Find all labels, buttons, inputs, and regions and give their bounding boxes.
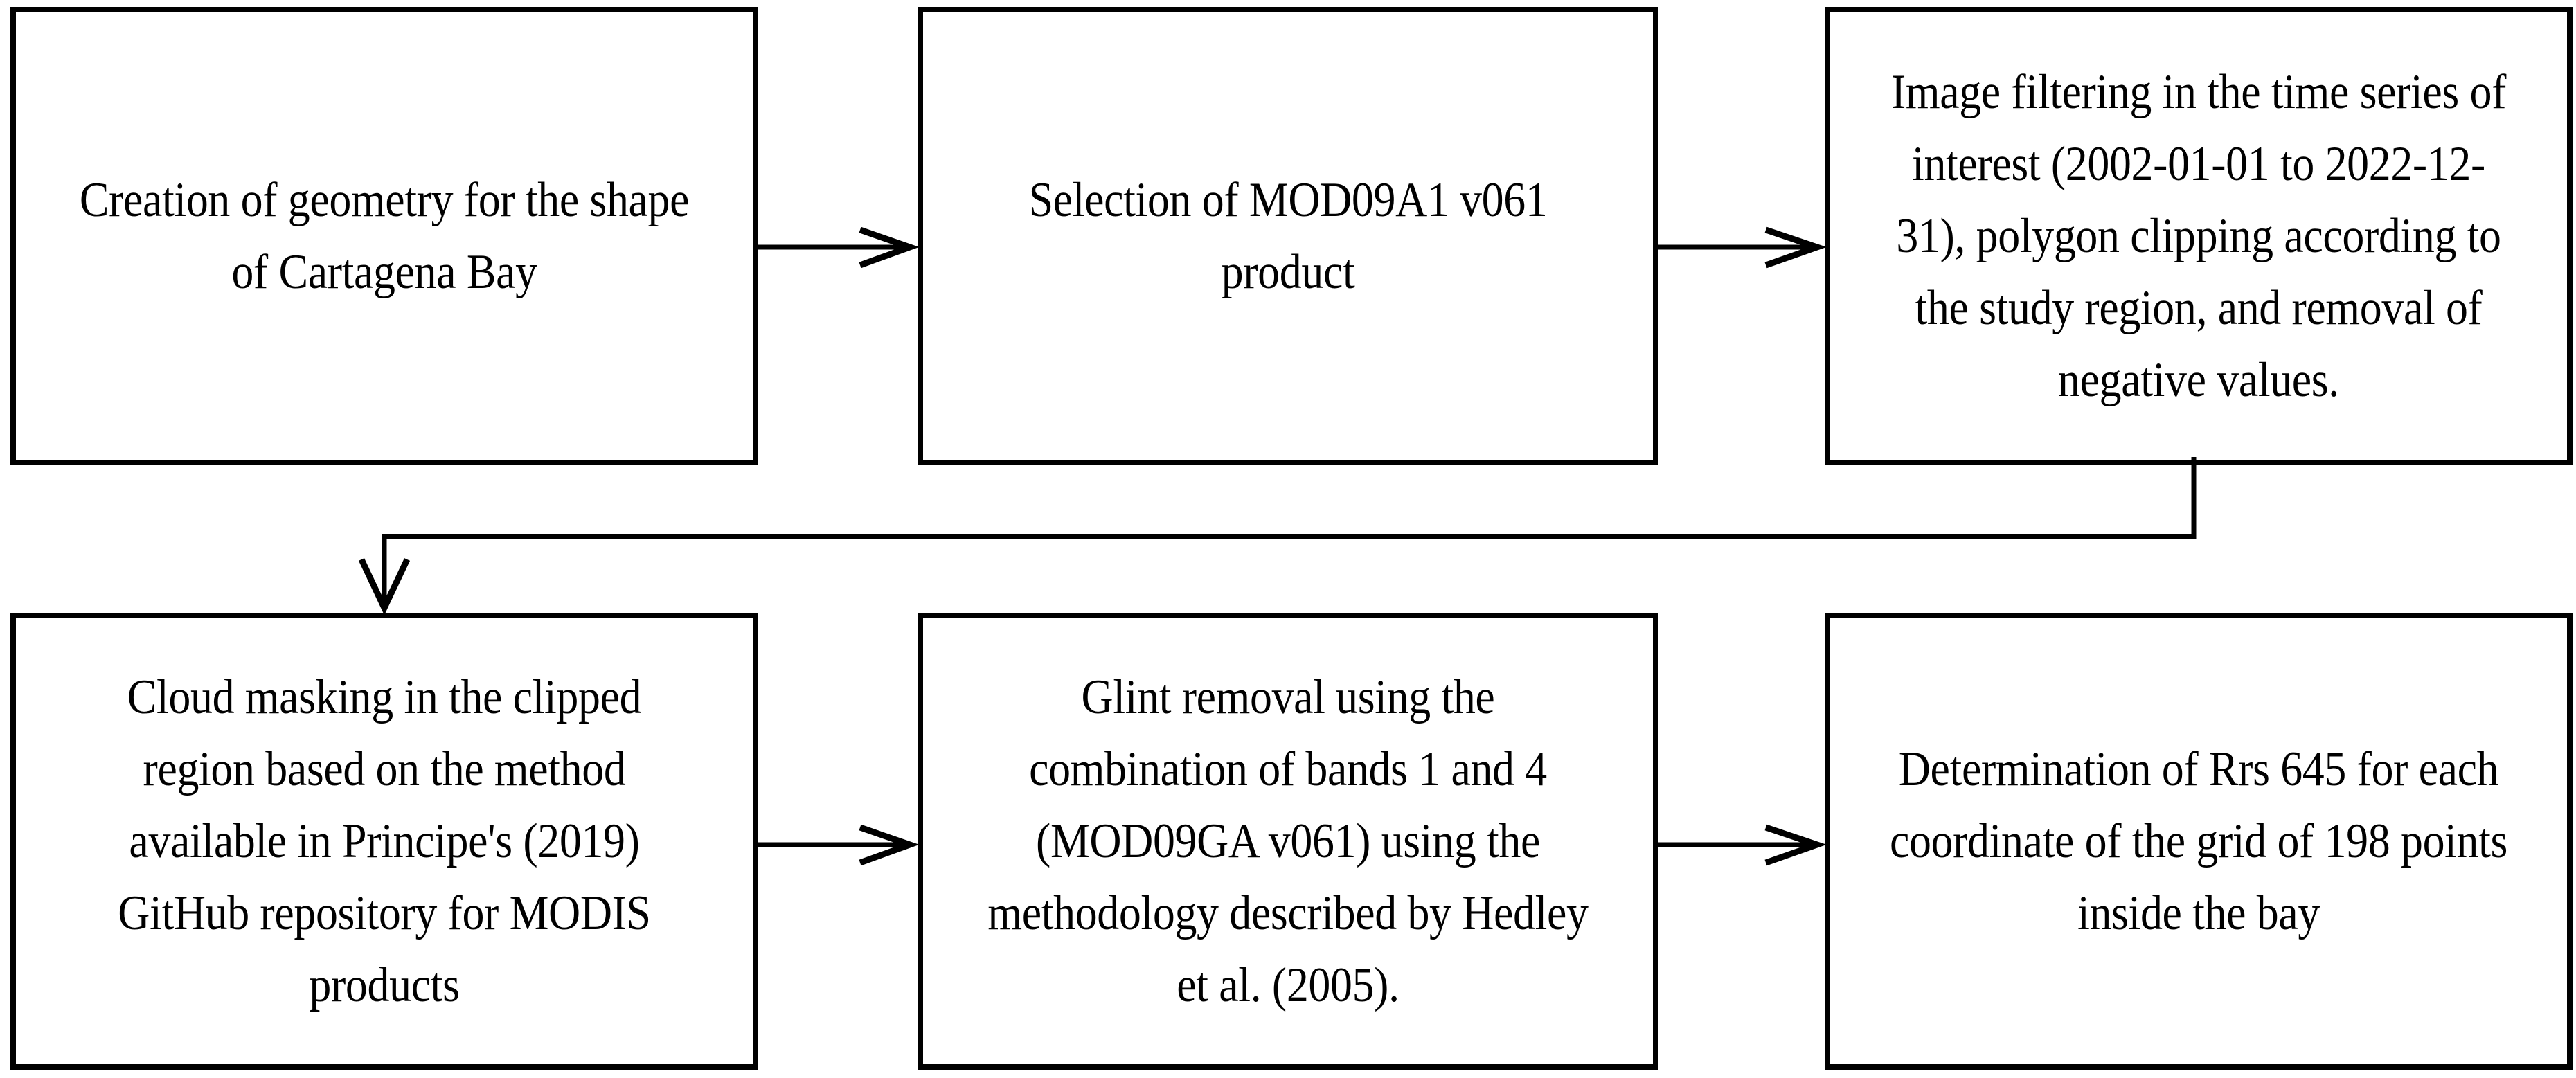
flow-node-label: Image filtering in the time series of in… [1890,65,2507,407]
flow-node-creation-of-geometry[interactable]: Creation of geometry for the shape of Ca… [10,7,758,465]
flow-node-label: Cloud masking in the clipped region base… [118,670,651,1012]
flow-node-image-filtering[interactable]: Image filtering in the time series of in… [1825,7,2573,465]
flow-node-label: Selection of MOD09A1 v061 product [1028,173,1548,299]
flow-node-label: Glint removal using the combination of b… [987,670,1589,1012]
flow-node-glint-removal[interactable]: Glint removal using the combination of b… [918,613,1658,1070]
arrow-right-icon-box1-to-box2 [755,226,920,269]
arrow-right-icon-box5-to-box6 [1655,824,1827,866]
flow-node-label: Creation of geometry for the shape of Ca… [79,173,690,299]
arrow-right-icon-box4-to-box5 [755,824,920,866]
flow-node-cloud-masking[interactable]: Cloud masking in the clipped region base… [10,613,758,1070]
flow-node-label: Determination of Rrs 645 for each coordi… [1889,742,2508,940]
arrow-right-icon-box2-to-box3 [1655,226,1827,269]
flow-node-determination-of-rrs645[interactable]: Determination of Rrs 645 for each coordi… [1825,613,2573,1070]
elbow-arrow-down-icon-box3-to-box4 [358,457,2197,616]
flow-node-selection-of-product[interactable]: Selection of MOD09A1 v061 product [918,7,1658,465]
